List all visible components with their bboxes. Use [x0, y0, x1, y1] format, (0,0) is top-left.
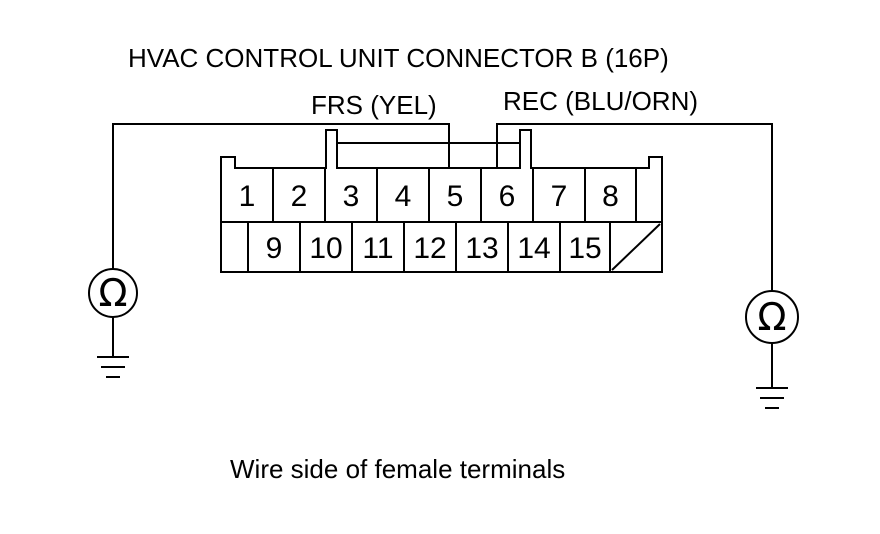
rec-wire: [496, 123, 773, 291]
terminal-2: 2: [290, 180, 308, 213]
caption: Wire side of female terminals: [230, 454, 566, 484]
terminal-12: 12: [413, 232, 447, 265]
terminal-1: 1: [238, 180, 256, 213]
terminal-11: 11: [362, 232, 394, 265]
terminal-15: 15: [568, 232, 602, 265]
right-ground-icon: [756, 387, 788, 409]
terminal-6: 6: [498, 180, 516, 213]
terminal-8: 8: [602, 180, 619, 213]
terminal-9: 9: [265, 232, 283, 265]
frs-wire: [112, 123, 450, 269]
unused-cavity: [611, 223, 661, 271]
left-ohm-icon: Ω: [98, 271, 128, 315]
rec-label: REC (BLU/ORN): [503, 86, 699, 116]
left-ground-icon: [97, 356, 129, 378]
terminal-13: 13: [465, 232, 499, 265]
right-ohm-icon: Ω: [757, 295, 787, 339]
terminal-4: 4: [394, 180, 412, 213]
frs-label: FRS (YEL): [311, 90, 437, 120]
terminal-14: 14: [517, 232, 551, 265]
diagram-title: HVAC CONTROL UNIT CONNECTOR B (16P): [128, 43, 669, 73]
terminal-10: 10: [309, 232, 343, 265]
terminal-3: 3: [342, 180, 360, 213]
terminal-5: 5: [446, 180, 464, 213]
connector-lock: [336, 142, 521, 169]
terminal-7: 7: [550, 180, 568, 213]
